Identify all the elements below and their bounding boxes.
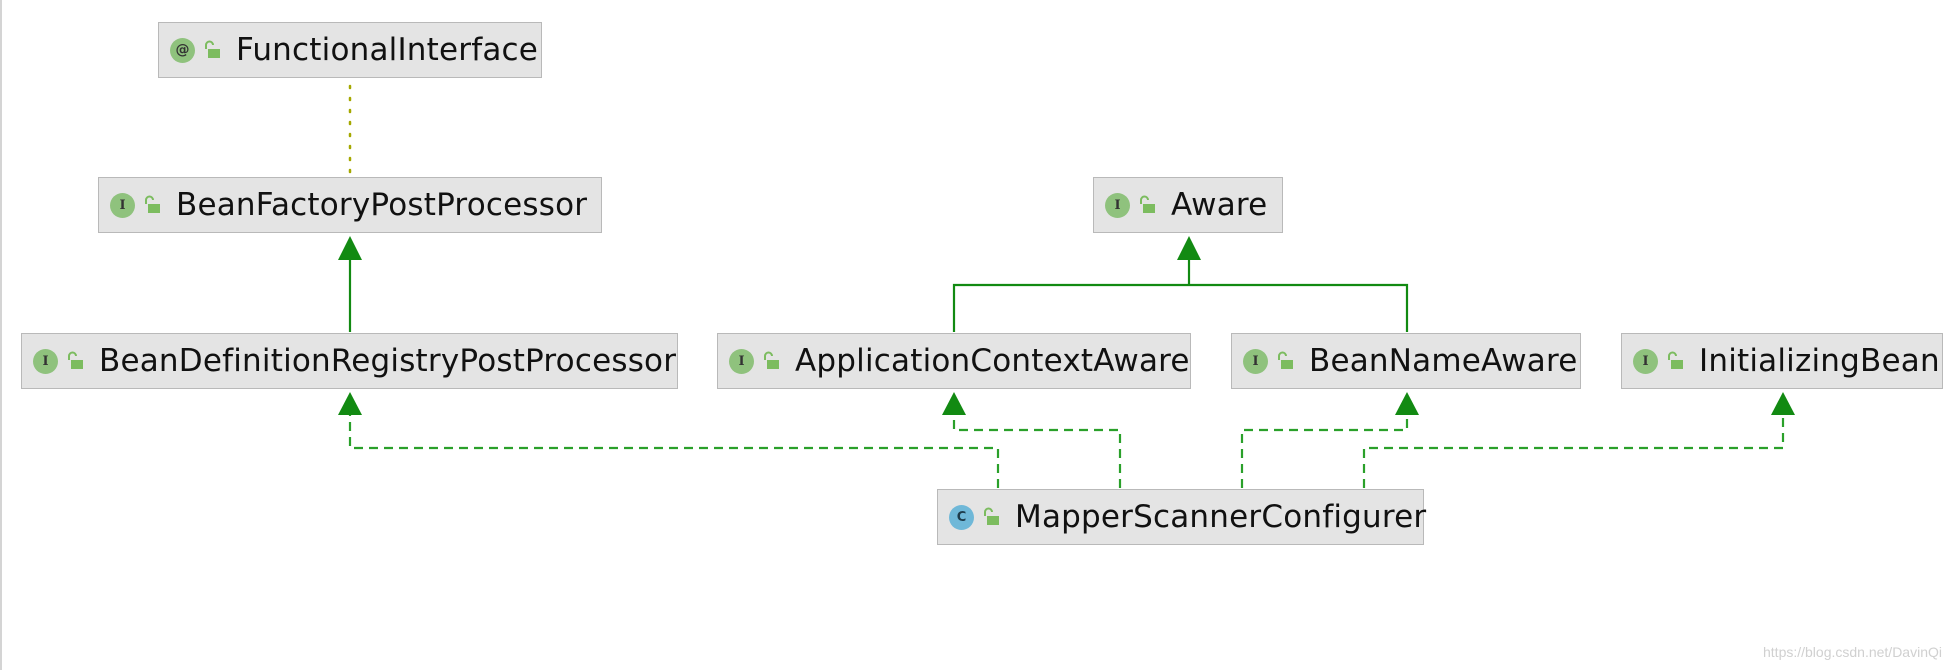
- node-bean-definition-registry-post-processor[interactable]: I BeanDefinitionRegistryPostProcessor: [21, 333, 678, 389]
- node-mapper-scanner-configurer[interactable]: C MapperScannerConfigurer: [937, 489, 1427, 545]
- node-label: InitializingBean: [1699, 343, 1940, 379]
- unlock-icon: [68, 351, 83, 369]
- node-label: BeanDefinitionRegistryPostProcessor: [99, 343, 677, 379]
- unlock-icon: [145, 195, 160, 213]
- node-label: BeanFactoryPostProcessor: [176, 187, 588, 223]
- unlock-icon: [1140, 195, 1155, 213]
- node-label: MapperScannerConfigurer: [1015, 499, 1427, 535]
- node-label: Aware: [1171, 187, 1268, 223]
- unlock-icon: [205, 40, 220, 58]
- interface-icon: I: [110, 192, 135, 218]
- arrowhead-bfpp: [338, 236, 362, 260]
- edge-implements-aca: [952, 415, 1122, 488]
- arrowhead-ib: [1771, 392, 1795, 415]
- node-label: FunctionalInterface: [236, 32, 539, 68]
- unlock-icon: [764, 351, 779, 369]
- arrowhead-bdrpp: [338, 392, 362, 415]
- node-bean-name-aware[interactable]: I BeanNameAware: [1231, 333, 1581, 389]
- interface-icon: I: [1105, 192, 1130, 218]
- arrowhead-bna: [1395, 392, 1419, 415]
- node-bean-factory-post-processor[interactable]: I BeanFactoryPostProcessor: [98, 177, 602, 233]
- arrowhead-aware: [1177, 236, 1201, 260]
- interface-icon: I: [33, 348, 58, 374]
- edge-implements-bdrpp: [348, 415, 1000, 488]
- unlock-icon: [1278, 351, 1293, 369]
- watermark: https://blog.csdn.net/DavinQi: [1763, 644, 1942, 660]
- node-label: ApplicationContextAware: [795, 343, 1190, 379]
- node-aware[interactable]: I Aware: [1093, 177, 1283, 233]
- unlock-icon: [1668, 351, 1683, 369]
- unlock-icon: [984, 507, 999, 525]
- edge-implements-bna: [1240, 415, 1409, 488]
- canvas-left-border: [0, 0, 2, 670]
- interface-icon: I: [1633, 348, 1658, 374]
- node-functional-interface[interactable]: @ FunctionalInterface: [158, 22, 542, 78]
- node-application-context-aware[interactable]: I ApplicationContextAware: [717, 333, 1191, 389]
- node-initializing-bean[interactable]: I InitializingBean: [1621, 333, 1943, 389]
- interface-icon: I: [729, 348, 754, 374]
- interface-icon: I: [1243, 348, 1268, 374]
- arrowhead-aca: [942, 392, 966, 415]
- edge-implements-ib: [1362, 415, 1785, 488]
- class-icon: C: [949, 504, 974, 530]
- annotation-icon: @: [170, 37, 195, 63]
- edge-extends-aware: [952, 283, 1409, 332]
- node-label: BeanNameAware: [1309, 343, 1578, 379]
